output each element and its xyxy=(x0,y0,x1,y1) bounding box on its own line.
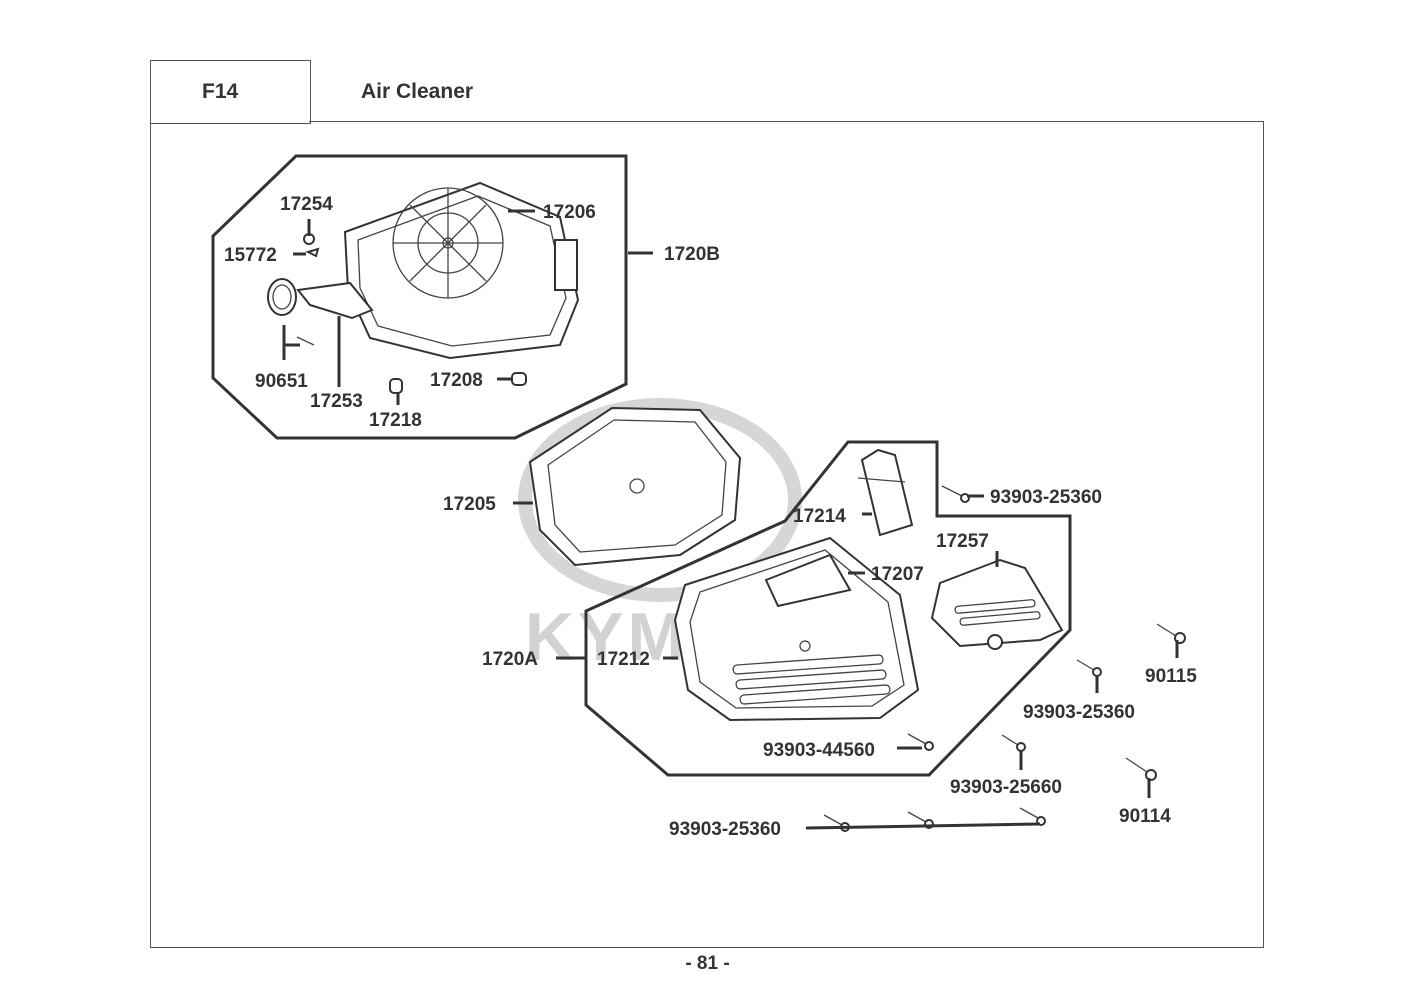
callout-93903-44560: 93903-44560 xyxy=(763,740,875,761)
air-cleaner-cover xyxy=(673,536,920,722)
callout-17257: 17257 xyxy=(936,531,989,552)
air-cleaner-case xyxy=(267,181,580,360)
callout-17208: 17208 xyxy=(430,370,483,391)
air-filter-element xyxy=(528,406,742,567)
callout-93903-25360-a: 93903-25360 xyxy=(990,487,1102,508)
part-17214-duct xyxy=(860,448,914,537)
screw-icon xyxy=(1156,623,1177,637)
callout-1720A: 1720A xyxy=(482,649,538,670)
screw-head-icon xyxy=(1016,742,1026,752)
callout-17214: 17214 xyxy=(793,506,846,527)
callout-17212: 17212 xyxy=(597,649,650,670)
callout-93903-25660: 93903-25660 xyxy=(950,777,1062,798)
callout-17205: 17205 xyxy=(443,494,496,515)
header-divider xyxy=(309,121,1263,122)
callout-15772: 15772 xyxy=(224,245,277,266)
leader-lines xyxy=(282,209,1179,830)
screw-icon xyxy=(1076,659,1095,671)
callout-93903-25360-c: 93903-25360 xyxy=(669,819,781,840)
group-1720a-outline xyxy=(584,440,1072,777)
section-code: F14 xyxy=(202,80,239,103)
screw-icon xyxy=(1019,807,1039,819)
screw-head-icon xyxy=(1145,769,1157,781)
callout-17254: 17254 xyxy=(280,194,333,215)
screw-head-icon xyxy=(1092,667,1102,677)
screw-icon xyxy=(823,814,843,826)
section-code-box xyxy=(150,60,311,124)
watermark-ring xyxy=(518,398,802,602)
part-17257-plate xyxy=(930,558,1064,650)
screw-icon xyxy=(941,485,963,497)
part-15772-clip xyxy=(305,247,320,258)
part-17218-cap xyxy=(389,378,403,394)
callout-17253: 17253 xyxy=(310,391,363,412)
screw-icon xyxy=(907,811,927,823)
diagram-frame xyxy=(150,121,1264,948)
page-number: - 81 - xyxy=(685,953,730,974)
callout-93903-25360-b: 93903-25360 xyxy=(1023,702,1135,723)
callout-90651: 90651 xyxy=(255,371,308,392)
screw-icon xyxy=(1001,734,1019,746)
page-title: Air Cleaner xyxy=(361,80,474,103)
screw-icon xyxy=(1125,757,1148,773)
screw-icon xyxy=(907,733,927,745)
callout-90114: 90114 xyxy=(1119,806,1171,827)
screw-head-icon xyxy=(924,741,934,751)
callout-17218: 17218 xyxy=(369,410,422,431)
group-1720b-outline xyxy=(211,154,628,440)
callout-17206: 17206 xyxy=(543,202,596,223)
callout-17207: 17207 xyxy=(871,564,924,585)
callout-1720B: 1720B xyxy=(664,244,720,265)
callout-90115: 90115 xyxy=(1145,666,1197,687)
part-17208-cap xyxy=(511,372,527,386)
part-90651-screw xyxy=(296,336,315,346)
